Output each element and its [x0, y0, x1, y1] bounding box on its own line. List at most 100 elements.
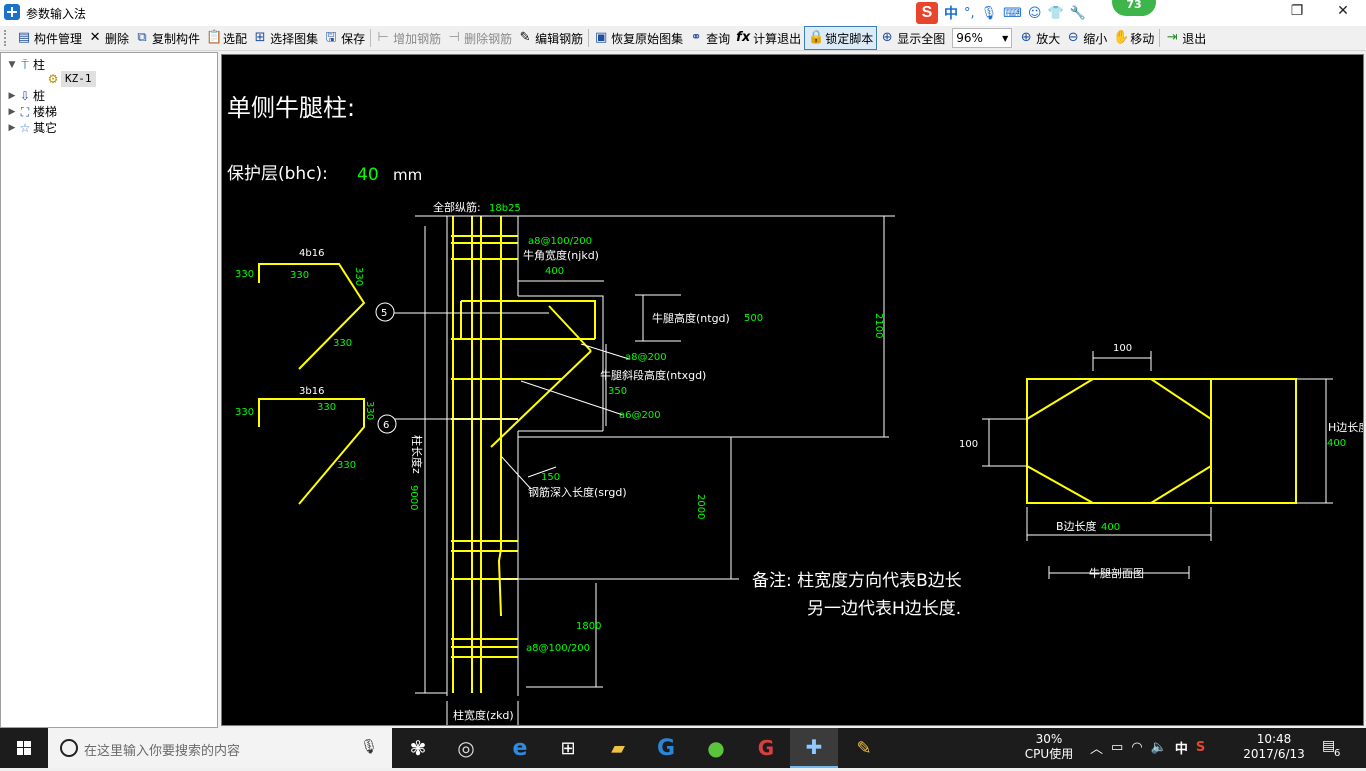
red-g-app[interactable]: G — [742, 728, 790, 768]
ime-toolbar[interactable]: S 中 °, 🎙 ⌨ ☺ 👕 🔧 — [916, 2, 1086, 24]
stirrup-mid1-value[interactable]: a8@200 — [625, 352, 667, 363]
browser360-app[interactable]: ◎ — [442, 728, 490, 768]
bracket-height-value[interactable]: 500 — [744, 313, 763, 324]
battery-icon[interactable]: ▭ — [1111, 740, 1124, 755]
expand-right-icon[interactable]: ▶ — [8, 107, 16, 117]
tree-node-stair[interactable]: ▶ ⛶ 楼梯 — [8, 105, 58, 119]
tree-node-column[interactable]: ▼ ⍑ 柱 — [8, 58, 46, 72]
dim-150[interactable]: 150 — [541, 472, 560, 483]
cover-value[interactable]: 40 — [357, 165, 379, 185]
stirrup-top-value[interactable]: a8@100/200 — [528, 236, 592, 247]
stirrup-mid2-value[interactable]: a6@200 — [619, 410, 661, 421]
bar2-len-b[interactable]: 330 — [317, 402, 336, 413]
show-all-button[interactable]: ⊕显示全图 — [881, 30, 946, 46]
bar2-label[interactable]: 3b16 — [299, 386, 324, 397]
add-rebar-button[interactable]: ⊢增加钢筋 — [377, 30, 442, 46]
wrench-icon[interactable]: 🔧 — [1069, 5, 1086, 21]
bar2-len-c[interactable]: 330 — [364, 401, 375, 420]
clock-time: 10:48 — [1256, 732, 1292, 746]
stirrup-bot-value[interactable]: a8@100/200 — [526, 643, 590, 654]
notification-icon[interactable]: ▤ — [1322, 738, 1336, 754]
marker-5[interactable]: 5 — [381, 308, 387, 319]
edge-app[interactable]: e — [496, 728, 544, 768]
red-g-icon: G — [757, 736, 775, 760]
dim-2000[interactable]: 2000 — [695, 494, 706, 519]
cpu-meter[interactable]: 30% CPU使用 — [1014, 732, 1084, 762]
sogou-icon[interactable]: S — [916, 2, 938, 24]
notification-count: 6 — [1334, 748, 1341, 759]
move-button[interactable]: ✋移动 — [1113, 30, 1155, 46]
restore-atlas-button[interactable]: ▣恢复原始图集 — [594, 30, 684, 46]
select-match-button[interactable]: 📋选配 — [206, 30, 248, 46]
toolbar-grip[interactable] — [4, 30, 12, 46]
tree-node-kz1[interactable]: ⚙ KZ-1 — [45, 71, 96, 87]
bar1-len-c[interactable]: 330 — [353, 267, 364, 286]
bar2-len-d[interactable]: 330 — [337, 460, 356, 471]
wifi-icon[interactable]: ◠ — [1131, 740, 1143, 755]
query-button[interactable]: ⚭查询 — [690, 30, 731, 46]
lock-script-button[interactable]: 🔒锁定脚本 — [804, 26, 878, 50]
save-button[interactable]: 🖫保存 — [325, 30, 366, 46]
task-view-app[interactable]: ✾ — [394, 728, 442, 768]
zoom-select[interactable]: 96% ▼ — [952, 28, 1013, 48]
green-e-icon: ● — [707, 736, 725, 760]
dim-2100[interactable]: 2100 — [873, 313, 884, 338]
section-dim-top[interactable]: 100 — [1113, 343, 1132, 354]
dim-1800[interactable]: 1800 — [576, 621, 601, 632]
corner-width-value[interactable]: 400 — [545, 266, 564, 277]
slope-height-value[interactable]: 350 — [608, 386, 627, 397]
section-dim-left[interactable]: 100 — [959, 439, 978, 450]
delete-rebar-button[interactable]: ⊣删除钢筋 — [448, 30, 513, 46]
bar1-len-a[interactable]: 330 — [235, 269, 254, 280]
chevron-down-icon[interactable]: ▼ — [1002, 33, 1009, 43]
col-length-value[interactable]: 9000 — [408, 485, 419, 510]
green-app[interactable]: ● — [692, 728, 740, 768]
mic-icon[interactable]: 🎙 — [980, 5, 998, 21]
rebar-app[interactable]: ✚ — [790, 728, 838, 768]
bar1-len-d[interactable]: 330 — [333, 338, 352, 349]
bracket-height-label: 牛腿高度(ntgd) — [652, 311, 730, 325]
expand-down-icon[interactable]: ▼ — [8, 60, 16, 70]
notes-app[interactable]: ✎ — [840, 728, 888, 768]
delete-button[interactable]: ✕删除 — [89, 30, 130, 46]
expand-right-icon[interactable]: ▶ — [8, 123, 16, 133]
restore-button[interactable]: ❐ — [1290, 3, 1304, 19]
chevron-up-icon[interactable]: ︿ — [1090, 742, 1104, 757]
zoom-in-button[interactable]: ⊕放大 — [1020, 30, 1061, 46]
volume-icon[interactable]: 🔈 — [1150, 740, 1167, 755]
clock[interactable]: 10:48 2017/6/13 — [1236, 732, 1312, 762]
bar1-len-b[interactable]: 330 — [290, 270, 309, 281]
all-long-rebar-value[interactable]: 18b25 — [489, 203, 521, 214]
tree-node-other[interactable]: ▶ ☆ 其它 — [8, 121, 58, 135]
language-indicator[interactable]: 中 — [1174, 742, 1188, 757]
exit-button[interactable]: ⇥退出 — [1166, 30, 1207, 46]
keyboard-icon[interactable]: ⌨ — [1003, 5, 1022, 21]
expand-right-icon[interactable]: ▶ — [8, 91, 16, 101]
score-badge[interactable]: 73 — [1112, 0, 1156, 16]
bar1-label[interactable]: 4b16 — [299, 248, 324, 259]
store-app[interactable]: ⊞ — [544, 728, 592, 768]
user-icon[interactable]: ☺ — [1027, 5, 1042, 21]
zoom-out-button[interactable]: ⊖缩小 — [1067, 30, 1108, 46]
mic-icon[interactable]: 🎙 — [360, 739, 378, 755]
b-side-value[interactable]: 400 — [1101, 522, 1120, 533]
drawing-canvas[interactable]: 单侧牛腿柱: 保护层(bhc): 40 mm 全部纵筋: 18b25 a8@10… — [221, 54, 1366, 726]
bar2-len-a[interactable]: 330 — [235, 407, 254, 418]
copy-component-button[interactable]: ⧉复制构件 — [132, 27, 203, 49]
g-app[interactable]: G — [642, 728, 690, 768]
select-atlas-button[interactable]: ⊞选择图集 — [254, 30, 319, 46]
close-button[interactable]: ✕ — [1337, 3, 1349, 19]
marker-6[interactable]: 6 — [383, 420, 389, 431]
tree-node-pile[interactable]: ▶ ⇩ 桩 — [8, 89, 46, 103]
start-button[interactable] — [0, 728, 48, 768]
ime-lang[interactable]: 中 — [944, 6, 958, 22]
sogou-tray-icon[interactable]: S — [1195, 740, 1206, 755]
h-side-value[interactable]: 400 — [1327, 438, 1346, 449]
edit-rebar-button[interactable]: ✎编辑钢筋 — [519, 30, 584, 46]
component-manage-button[interactable]: ▤构件管理 — [17, 30, 83, 46]
shirt-icon[interactable]: 👕 — [1047, 5, 1064, 21]
taskbar-search[interactable]: 在这里输入你要搜索的内容 🎙 — [48, 728, 392, 768]
explorer-app[interactable]: ▰ — [594, 728, 642, 768]
ime-punct[interactable]: °, — [964, 5, 975, 21]
